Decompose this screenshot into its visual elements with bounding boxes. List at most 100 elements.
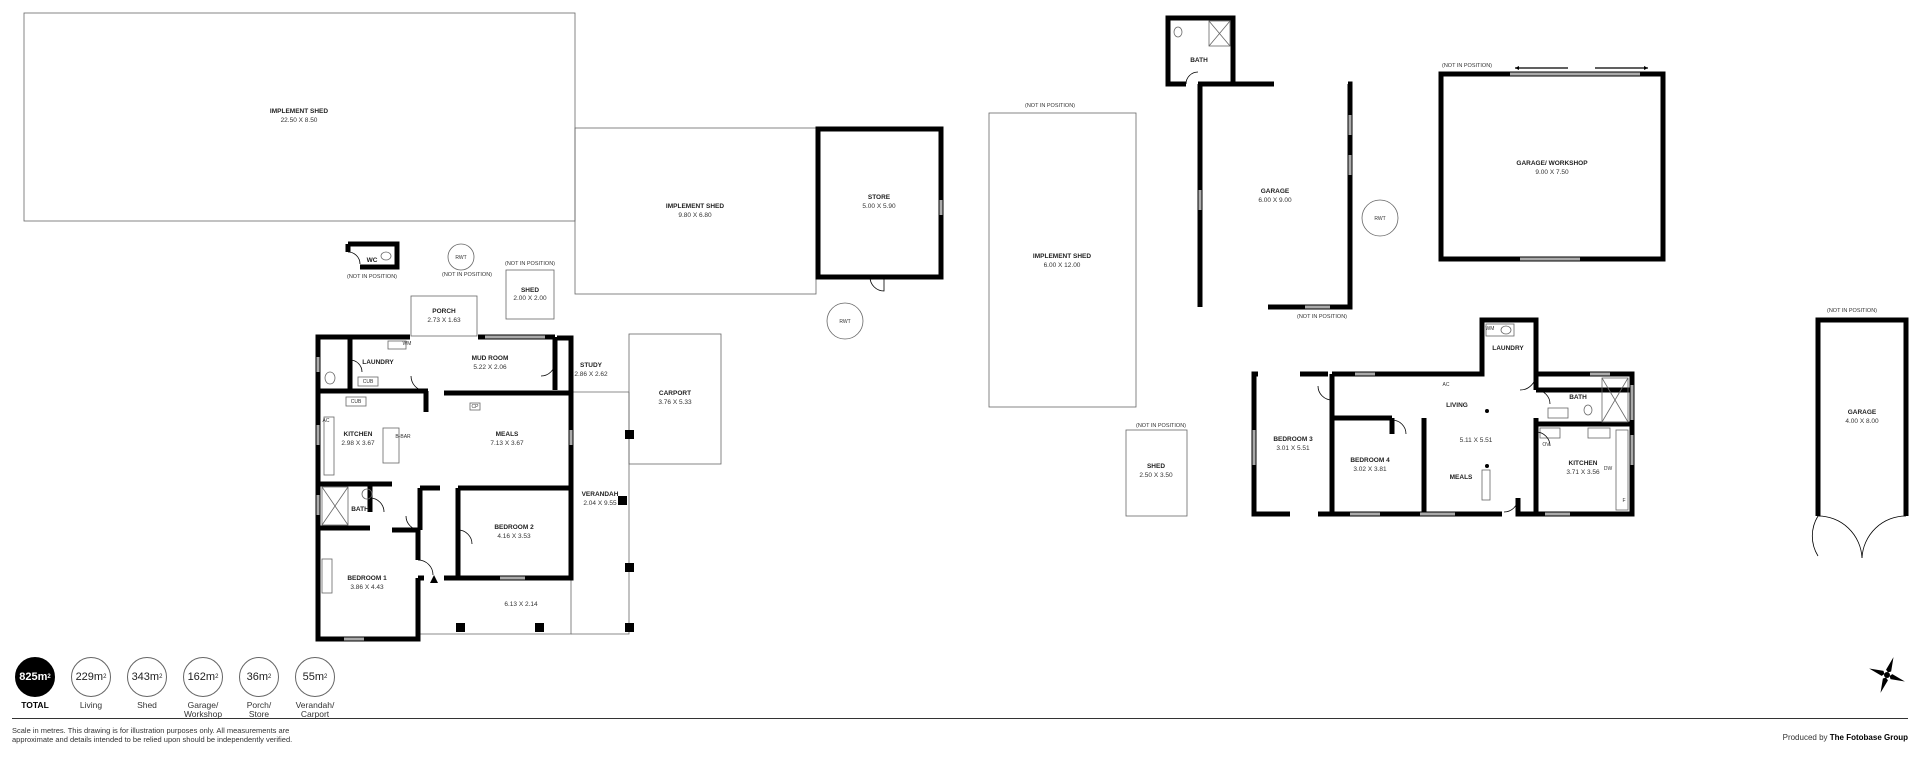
area-unit: m — [37, 671, 48, 683]
mud-room-label: MUD ROOM — [472, 355, 509, 362]
area-value: 825 — [19, 671, 38, 683]
bedroom-4-dims: 3.02 X 3.81 — [1353, 466, 1387, 473]
area-value: 229 — [75, 671, 94, 683]
area-value: 55 — [302, 671, 315, 683]
garage-1-label: GARAGE — [1261, 188, 1290, 195]
area-unit: m — [314, 671, 325, 683]
shed-2-label: SHED — [1147, 463, 1165, 470]
washing-machine-label: WM — [1486, 326, 1495, 332]
living-label: LIVING — [1446, 402, 1468, 409]
area-caption: Living — [79, 700, 103, 710]
cupboard-label: CUB — [351, 399, 362, 405]
implement-shed-large: IMPLEMENT SHED 22.50 X 8.50 — [23, 12, 576, 222]
rwt-label: RWT — [1374, 216, 1385, 222]
area-unit-sup: 2 — [103, 674, 107, 680]
rwt-tank-3: RWT (NOT IN POSITION) — [442, 243, 492, 278]
bedroom-1-label: BEDROOM 1 — [347, 575, 387, 582]
rwt-label: RWT — [455, 255, 466, 261]
implement-shed-medium-label: IMPLEMENT SHED — [666, 203, 724, 210]
house-2: WM AC OV DW F LAUNDRY LIVING 5.11 X 5.51… — [1251, 317, 1635, 517]
area-caption: Porch/ Store — [246, 700, 272, 719]
mud-room-dims: 5.22 X 2.06 — [473, 364, 507, 371]
garage-1-dims: 6.00 X 9.00 — [1258, 197, 1292, 204]
meals-1-label: MEALS — [496, 431, 519, 438]
implement-shed-large-label: IMPLEMENT SHED — [270, 108, 328, 115]
store: STORE 5.00 X 5.90 — [815, 126, 944, 292]
bath-1-label: BATH — [351, 506, 369, 513]
area-unit: m — [258, 671, 269, 683]
not-in-position-note: (NOT IN POSITION) — [1136, 423, 1186, 429]
dishwasher-label: DW — [1604, 466, 1613, 472]
rwt-tank-2: RWT — [1361, 199, 1399, 237]
area-unit-sup: 2 — [215, 674, 219, 680]
area-value: 36 — [246, 671, 259, 683]
store-dims: 5.00 X 5.90 — [862, 203, 896, 210]
area-caption: Verandah/ Carport — [295, 700, 335, 719]
bedroom-3-dims: 3.01 X 5.51 — [1276, 445, 1310, 452]
producer-credit: Produced by The Fotobase Group — [1783, 733, 1908, 742]
ac-label: AC — [323, 418, 330, 424]
bedroom-4-label: BEDROOM 4 — [1350, 457, 1390, 464]
deck-dims: 6.13 X 2.14 — [504, 601, 538, 608]
kitchen-1-dims: 2.98 X 3.67 — [341, 440, 375, 447]
porch-label: PORCH — [432, 308, 456, 315]
garage-2-label: GARAGE — [1848, 409, 1877, 416]
not-in-position-note: (NOT IN POSITION) — [1297, 314, 1347, 320]
not-in-position-note: (NOT IN POSITION) — [1827, 308, 1877, 314]
area-value: 162 — [187, 671, 206, 683]
area-caption: Shed — [137, 700, 157, 710]
area-value: 343 — [131, 671, 150, 683]
area-unit-sup: 2 — [268, 674, 272, 680]
house-1: PORCH 2.73 X 1.63 CARPORT 3.76 X 5.33 VE… — [315, 295, 722, 642]
area-unit: m — [93, 671, 104, 683]
implement-shed-tall-dims: 6.00 X 12.00 — [1044, 262, 1081, 269]
oven-label: OV — [1542, 442, 1550, 448]
garage-workshop-label: GARAGE/ WORKSHOP — [1516, 160, 1588, 167]
wc-label: WC — [367, 257, 378, 264]
implement-shed-medium-dims: 9.80 X 6.80 — [678, 212, 712, 219]
bedroom-2-label: BEDROOM 2 — [494, 524, 534, 531]
verandah-label: VERANDAH — [582, 491, 619, 498]
implement-shed-tall-label: IMPLEMENT SHED — [1033, 253, 1091, 260]
disclaimer-text: Scale in metres. This drawing is for ill… — [12, 726, 293, 744]
bath-2-label: BATH — [1569, 394, 1587, 401]
implement-shed-large-dims: 22.50 X 8.50 — [281, 117, 318, 124]
area-unit: m — [205, 671, 216, 683]
wc: WC (NOT IN POSITION) — [345, 241, 400, 280]
carport-label: CARPORT — [659, 390, 691, 397]
store-label: STORE — [868, 194, 891, 201]
area-unit: m — [149, 671, 160, 683]
washing-machine-label: WM — [403, 341, 412, 347]
kitchen-2-dims: 3.71 X 3.56 — [1566, 469, 1600, 476]
bedroom-1-dims: 3.86 X 4.43 — [350, 584, 384, 591]
garage-workshop-dims: 9.00 X 7.50 — [1535, 169, 1569, 176]
shed-small: (NOT IN POSITION) SHED 2.00 X 2.00 — [505, 261, 555, 320]
footer-divider — [12, 718, 1908, 719]
kitchen-1-label: KITCHEN — [344, 431, 373, 438]
bedroom-3-label: BEDROOM 3 — [1273, 436, 1313, 443]
rwt-label: RWT — [839, 319, 850, 325]
area-caption: TOTAL — [21, 700, 49, 710]
meals-2-label: MEALS — [1450, 474, 1473, 481]
cupboard-label: CUB — [363, 379, 374, 385]
fridge-label: F — [1622, 498, 1625, 504]
carport-dims: 3.76 X 5.33 — [658, 399, 692, 406]
verandah-dims: 2.04 X 9.55 — [583, 500, 617, 507]
shed-bath-label: BATH — [1190, 57, 1208, 64]
laundry-2-label: LAUNDRY — [1492, 345, 1524, 352]
not-in-position-note: (NOT IN POSITION) — [1025, 103, 1075, 109]
garage-2-dims: 4.00 X 8.00 — [1845, 418, 1879, 425]
company-name: The Fotobase Group — [1829, 733, 1908, 742]
garage-2: (NOT IN POSITION) GARAGE 4.00 X 8.00 — [1811, 308, 1909, 559]
